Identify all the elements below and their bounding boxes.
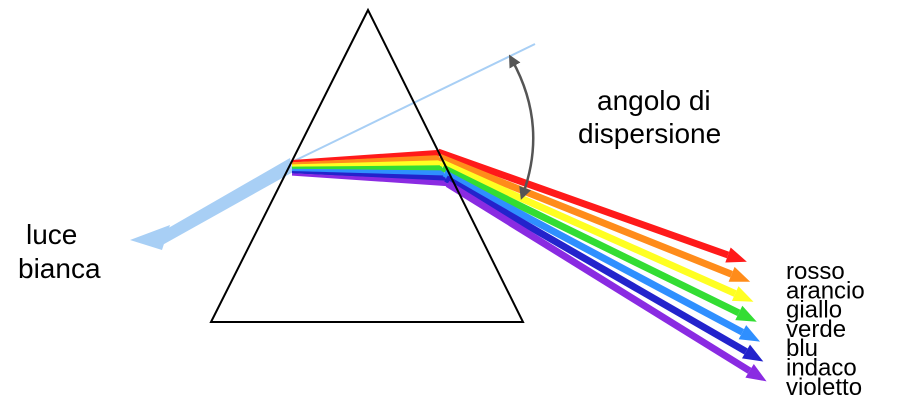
ray-violetto (445, 180, 752, 374)
white-light-arrowhead (130, 225, 170, 250)
dispersed-light-rays (436, 148, 767, 382)
arrowhead-indaco (742, 344, 764, 362)
color-label-giallo: giallo (786, 297, 842, 324)
dispersion-angle-label-line2: dispersione (578, 118, 721, 149)
arrowhead-giallo (731, 286, 754, 302)
arrowhead-rosso (725, 247, 747, 263)
ray-giallo (439, 159, 737, 297)
ray-blu (442, 170, 745, 336)
color-label-verde: verde (786, 316, 846, 343)
prism (209, 7, 525, 323)
color-label-rosso: rosso (786, 258, 845, 285)
arrowhead-blu (738, 325, 761, 342)
ray-verde (441, 164, 741, 317)
dispersion-angle-arc (508, 54, 535, 200)
dispersed-light-inside-prism (292, 150, 449, 187)
inner-band-rosso (292, 150, 439, 163)
color-label-arancio: arancio (786, 277, 865, 304)
white-light-beam (130, 158, 293, 250)
ray-indaco (444, 175, 748, 355)
inner-band-violetto (292, 173, 449, 187)
arrowhead-arancio (728, 266, 751, 282)
incident-light-label-line2: bianca (18, 253, 101, 284)
inner-band-blu (292, 168, 445, 176)
white-light-ray (151, 158, 293, 248)
ray-rosso (436, 148, 730, 259)
dispersion-angle-label-line1: angolo di (597, 85, 711, 116)
inner-band-indaco (292, 171, 447, 182)
arrowhead-verde (735, 305, 757, 322)
arrowhead-violetto (745, 363, 767, 382)
inner-band-arancio (292, 155, 441, 165)
color-label-indaco: indaco (786, 355, 857, 382)
inner-band-giallo (292, 160, 442, 167)
ray-arancio (438, 154, 733, 278)
incident-light-label-line1: luce (26, 219, 77, 250)
color-label-blu: blu (786, 335, 818, 362)
inner-band-verde (292, 165, 444, 171)
color-label-violetto: violetto (786, 374, 862, 401)
